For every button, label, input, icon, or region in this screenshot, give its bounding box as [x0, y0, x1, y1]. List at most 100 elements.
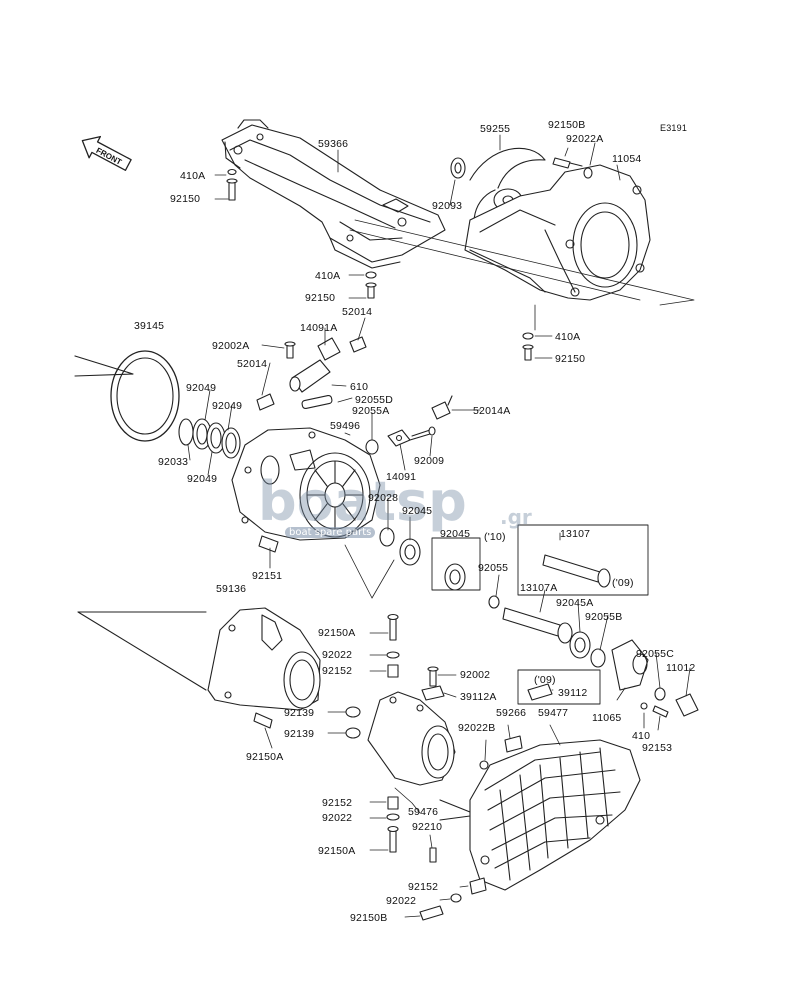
cap-11065: [611, 639, 649, 691]
label-410A-3: 410A: [555, 331, 581, 343]
bolt-92009: [409, 426, 436, 441]
label-92150A-2: 92150A: [246, 751, 284, 763]
bolt-92150B-top: [552, 157, 583, 169]
label-92150-1: 92150: [170, 193, 201, 205]
fitting-52014A: [431, 395, 453, 420]
collar-92028: [379, 527, 395, 547]
label-92055A: 92055A: [352, 405, 390, 417]
label-13107: 13107: [560, 528, 591, 540]
label-92150A-3: 92150A: [318, 845, 356, 857]
label-92150-3: 92150: [555, 353, 586, 365]
oring-92055: [488, 595, 500, 609]
fitting-52014-upper: [349, 336, 367, 353]
label-92022B: 92022B: [458, 722, 496, 734]
bolt-92002: [427, 666, 439, 687]
label-92150-2: 92150: [305, 292, 336, 304]
bracket-14091: [387, 429, 411, 447]
label-59255: 59255: [480, 123, 511, 135]
deflector-59476: [367, 691, 456, 786]
pump-case-11054: [464, 164, 651, 301]
label-92153: 92153: [642, 742, 673, 754]
washer-410A-right: [522, 332, 534, 340]
label-92151: 92151: [252, 570, 283, 582]
washer-410A-mid: [365, 271, 377, 279]
label-59136: 59136: [216, 583, 247, 595]
label-610: 610: [350, 381, 369, 393]
label-410: 410: [632, 730, 651, 742]
ride-plate-59477: [439, 739, 641, 891]
collar-92152-middle: [387, 796, 399, 810]
bracket-39112: [527, 683, 553, 701]
bolt-92150A-upper: [387, 613, 399, 641]
label-92002A: 92002A: [212, 340, 250, 352]
nozzle-59136: [77, 607, 321, 711]
bolt-92150A-lower: [387, 825, 399, 853]
label-92022A-top: 92022A: [566, 133, 604, 145]
washer-92022-middle: [386, 813, 400, 821]
label-92055B: 92055B: [585, 611, 623, 623]
bolt-92210: [429, 847, 437, 863]
label-11012: 11012: [666, 662, 696, 674]
fitting-59266: [504, 735, 523, 753]
label-92049-2: 92049: [212, 400, 243, 412]
collar-92139-a: [345, 706, 361, 718]
ring-92033: [178, 418, 194, 446]
label-09-2: ('09): [534, 674, 556, 686]
label-92152-3: 92152: [408, 881, 439, 893]
label-59477: 59477: [538, 707, 569, 719]
label-59476: 59476: [408, 806, 439, 818]
diagram-code: E3191: [660, 123, 688, 133]
watermark-logo: boatsp: [258, 470, 467, 533]
label-59366: 59366: [318, 138, 349, 150]
label-11054: 11054: [612, 153, 642, 165]
seal-rings-92049: [192, 418, 241, 459]
watermark-suffix: .gr: [500, 505, 532, 529]
cap-11012: [675, 693, 699, 717]
label-92150B-top: 92150B: [548, 119, 586, 131]
bolt-92150-mid: [365, 282, 377, 299]
label-92045A: 92045A: [556, 597, 594, 609]
label-59496: 59496: [330, 420, 361, 432]
oring-92055C: [654, 687, 666, 701]
label-92210: 92210: [412, 821, 443, 833]
bracket-39112A: [421, 685, 445, 701]
bolt-92150B-lower: [419, 905, 444, 921]
label-92049-3: 92049: [187, 473, 218, 485]
washer-92022-lower: [450, 893, 462, 903]
label-410A-2: 410A: [315, 270, 341, 282]
label-410A-1: 410A: [180, 170, 206, 182]
label-92033: 92033: [158, 456, 189, 468]
label-92049-1: 92049: [186, 382, 217, 394]
bearing-92045A: [569, 631, 591, 659]
label-92055: 92055: [478, 562, 509, 574]
washer-92022B: [479, 760, 489, 770]
label-52014-1: 52014: [342, 306, 373, 318]
front-arrow-icon: FRONT: [81, 135, 132, 171]
grommet-92055D: [301, 394, 333, 410]
label-92093: 92093: [432, 200, 463, 212]
collar-92139-b: [345, 727, 361, 739]
bearing-92045: [399, 538, 421, 566]
label-59266: 59266: [496, 707, 527, 719]
label-92009: 92009: [414, 455, 445, 467]
label-10: ('10): [484, 531, 506, 543]
bolt-92002A: [284, 341, 296, 359]
label-39145: 39145: [134, 320, 165, 332]
watermark-tagline: boat spare parts: [285, 527, 376, 538]
washer-92022-upper: [386, 651, 400, 659]
label-92152-1: 92152: [322, 665, 353, 677]
label-92139-2: 92139: [284, 728, 315, 740]
bolt-92150A-left: [253, 712, 273, 729]
label-13107A: 13107A: [520, 582, 558, 594]
leader-lines-lower: [187, 317, 691, 918]
label-92150B-bottom: 92150B: [350, 912, 388, 924]
label-14091: 14091: [386, 471, 417, 483]
ring-39145: [74, 350, 180, 442]
collar-92152-lower: [469, 877, 487, 895]
oring-92055A: [365, 439, 379, 455]
shaft-13107: [542, 554, 611, 588]
label-11065: 11065: [592, 712, 622, 724]
washer-410A-left: [227, 168, 237, 176]
bolt-92150-right: [522, 344, 534, 361]
